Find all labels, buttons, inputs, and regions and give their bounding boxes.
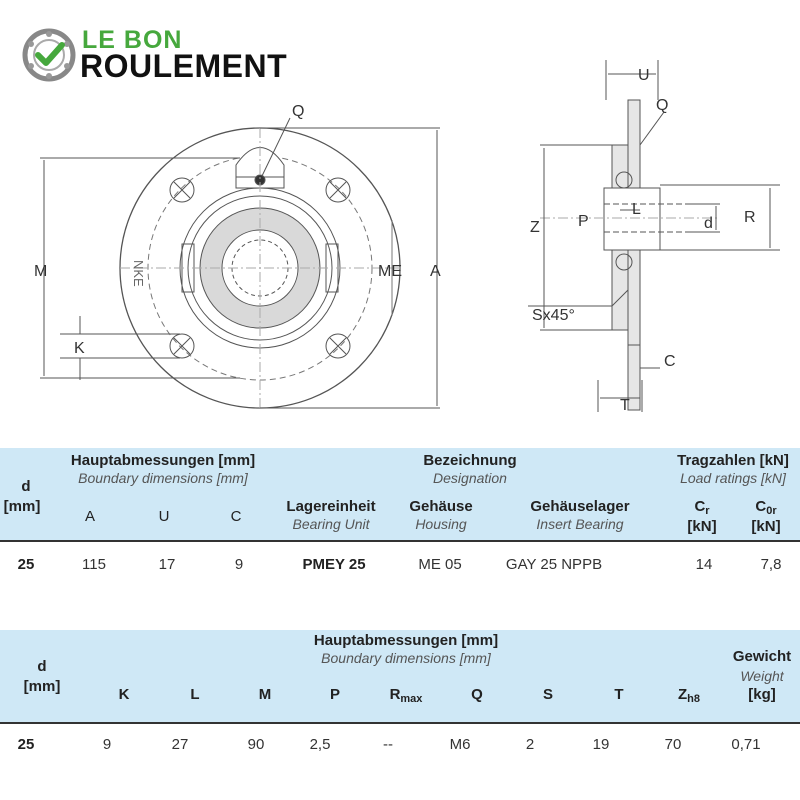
technical-drawing: Q M ME A K NKE U Q Z P L d R Sx45° C T bbox=[34, 60, 780, 414]
label-z: Z bbox=[530, 219, 540, 236]
t1-row-d: 25 bbox=[17, 556, 35, 573]
t1-row-a: 115 bbox=[82, 556, 106, 573]
t1-col-c0r-unit: [kN] bbox=[751, 518, 781, 535]
t2-row-k: 9 bbox=[102, 736, 112, 753]
label-q-front: Q bbox=[292, 103, 304, 120]
t2-row-rmax: -- bbox=[383, 736, 393, 753]
table2-header bbox=[0, 630, 800, 722]
t1-group2-de: Bezeichnung bbox=[423, 452, 517, 469]
label-t: T bbox=[620, 397, 630, 414]
label-p: P bbox=[578, 213, 589, 230]
label-s: Sx45° bbox=[532, 307, 575, 324]
t1-col-u: U bbox=[158, 508, 170, 525]
label-k: K bbox=[74, 340, 85, 357]
label-u: U bbox=[638, 67, 650, 84]
t1-d-label: d bbox=[21, 478, 31, 495]
label-d: d bbox=[704, 215, 713, 232]
t1-unit-en: Bearing Unit bbox=[292, 516, 370, 532]
t1-col-cr-unit: [kN] bbox=[687, 518, 717, 535]
t1-row-insert: GAY 25 NPPB bbox=[505, 556, 603, 573]
t2-row-p: 2,5 bbox=[309, 736, 331, 753]
t1-d-unit: [mm] bbox=[3, 498, 41, 515]
label-c: C bbox=[664, 353, 676, 370]
t1-row-cr: 14 bbox=[695, 556, 713, 573]
t1-col-c0r: C0r bbox=[755, 498, 777, 517]
t2-col-zh8: Zh8 bbox=[677, 686, 701, 705]
t2-col-q: Q bbox=[471, 686, 483, 703]
t1-row-c: 9 bbox=[234, 556, 244, 573]
t2-row-z: 70 bbox=[664, 736, 682, 753]
t2-row-t: 19 bbox=[592, 736, 610, 753]
label-q-side: Q bbox=[656, 97, 668, 114]
t1-insert-de: Gehäuselager bbox=[530, 498, 630, 515]
logo-line1: LE BON bbox=[82, 26, 183, 54]
t1-row-u: 17 bbox=[158, 556, 176, 573]
t1-group3-en: Load ratings [kN] bbox=[680, 470, 786, 486]
t2-row-l: 27 bbox=[171, 736, 189, 753]
t2-col-rmax: Rmax bbox=[389, 686, 423, 705]
t2-col-t: T bbox=[614, 686, 624, 703]
t2-col-l: L bbox=[190, 686, 200, 703]
table1-header bbox=[0, 448, 800, 540]
t2-row-weight: 0,71 bbox=[731, 736, 761, 753]
table-bearing-unit: d [mm] Hauptabmessungen [mm] Boundary di… bbox=[0, 448, 800, 588]
t1-group1-de: Hauptabmessungen [mm] bbox=[70, 452, 256, 469]
side-view bbox=[528, 60, 780, 412]
t1-group3-de: Tragzahlen [kN] bbox=[677, 452, 789, 469]
t1-col-c: C bbox=[230, 508, 242, 525]
t1-unit-de: Lagereinheit bbox=[286, 498, 376, 515]
t2-col-m: M bbox=[258, 686, 272, 703]
t2-row-m: 90 bbox=[247, 736, 265, 753]
t2-row-q: M6 bbox=[449, 736, 471, 753]
t2-d-unit: [mm] bbox=[23, 678, 61, 695]
bearing-check-icon bbox=[22, 28, 76, 82]
label-a: A bbox=[430, 263, 441, 280]
t1-group1-en: Boundary dimensions [mm] bbox=[78, 470, 248, 486]
t1-row-unit: PMEY 25 bbox=[302, 556, 366, 573]
t1-row-c0r: 7,8 bbox=[760, 556, 782, 573]
t2-weight-de: Gewicht bbox=[732, 648, 792, 665]
brand-mark: NKE bbox=[131, 260, 146, 287]
label-me: ME bbox=[378, 263, 402, 280]
t2-col-p: P bbox=[329, 686, 341, 703]
t1-housing-de: Gehäuse bbox=[409, 498, 473, 515]
logo-line2: ROULEMENT bbox=[80, 48, 288, 84]
t2-group-en: Boundary dimensions [mm] bbox=[321, 650, 491, 666]
t2-weight-en: Weight bbox=[740, 668, 784, 684]
t2-row-s: 2 bbox=[525, 736, 535, 753]
label-r: R bbox=[744, 209, 756, 226]
table-dimensions: d [mm] Hauptabmessungen [mm] Boundary di… bbox=[0, 630, 800, 770]
t2-col-k: K bbox=[118, 686, 130, 703]
t1-housing-en: Housing bbox=[415, 516, 467, 532]
t1-row-housing: ME 05 bbox=[418, 556, 462, 573]
t1-insert-en: Insert Bearing bbox=[536, 516, 624, 532]
t2-col-s: S bbox=[542, 686, 554, 703]
front-view bbox=[40, 117, 440, 409]
t2-weight-unit: [kg] bbox=[748, 686, 776, 703]
label-l: L bbox=[632, 201, 641, 218]
t2-group-de: Hauptabmessungen [mm] bbox=[313, 632, 499, 649]
t1-col-a: A bbox=[84, 508, 96, 525]
t1-col-cr: Cr bbox=[694, 498, 710, 517]
label-m: M bbox=[34, 263, 47, 280]
t2-d-label: d bbox=[37, 658, 47, 675]
t1-group2-en: Designation bbox=[433, 470, 507, 486]
t2-row-d: 25 bbox=[17, 736, 35, 753]
brand-logo: LE BON ROULEMENT bbox=[22, 26, 302, 86]
